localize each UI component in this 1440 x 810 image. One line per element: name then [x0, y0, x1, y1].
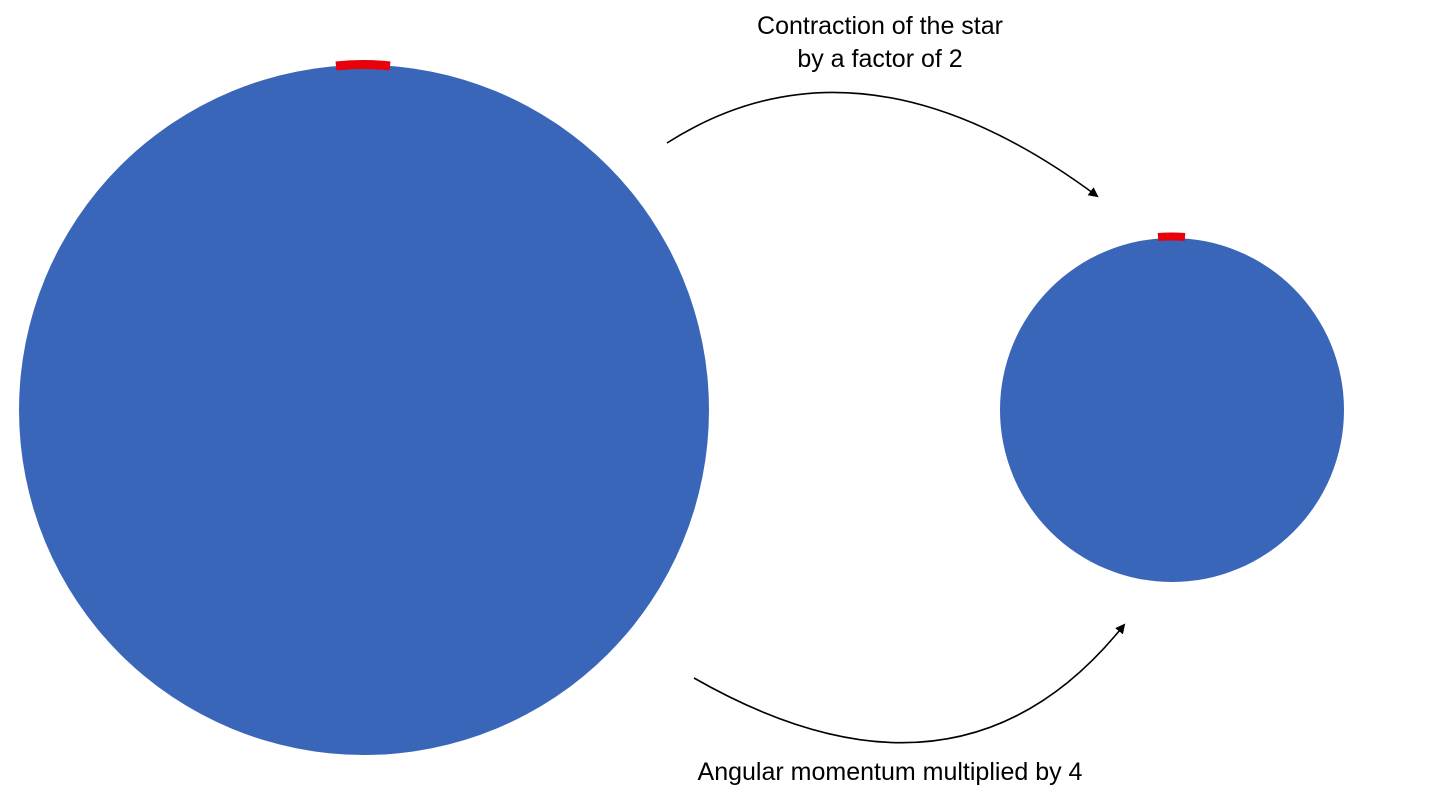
contraction-arrow — [666, 91, 1099, 198]
large-star-surface-marker — [335, 60, 391, 71]
angular-momentum-label: Angular momentum multiplied by 4 — [697, 758, 1083, 786]
contraction-label-line2: by a factor of 2 — [797, 45, 963, 73]
angular-momentum-arrow — [693, 623, 1126, 744]
small-star — [1000, 238, 1344, 582]
contraction-label: Contraction of the star by a factor of 2 — [650, 10, 1110, 76]
small-star-surface-marker — [1157, 232, 1186, 241]
contraction-label-line1: Contraction of the star — [757, 12, 1003, 40]
large-star — [19, 65, 709, 755]
